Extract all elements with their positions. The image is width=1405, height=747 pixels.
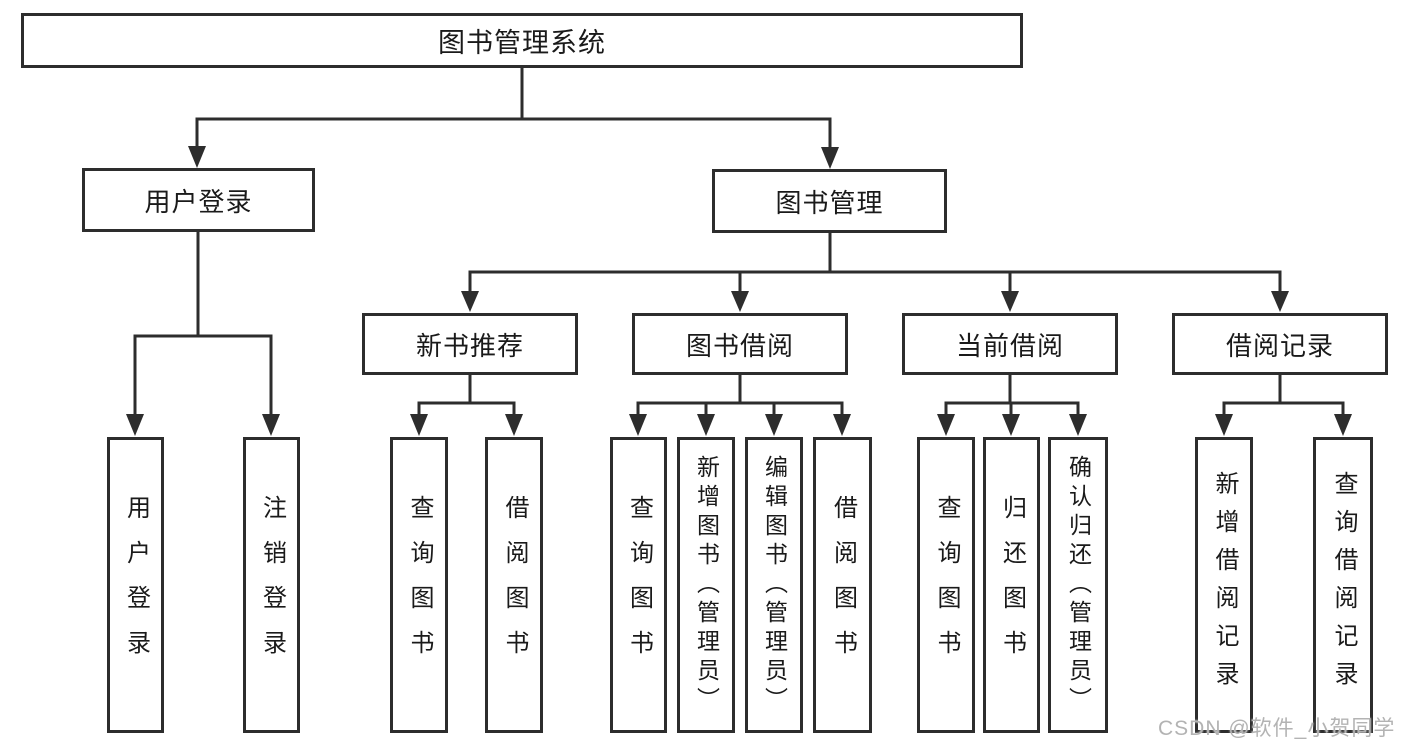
leaf-label: 借阅图书 (501, 495, 528, 675)
connector-root-to-level2 (195, 68, 832, 148)
leaf-current-query-books: 查询图书 (917, 437, 975, 733)
node-borrowing-records: 借阅记录 (1172, 313, 1388, 375)
arrow-down-icon (1271, 291, 1289, 312)
arrow-down-icon (731, 291, 749, 312)
node-label: 用户登录 (144, 186, 253, 217)
leaf-borrowing-query-books: 查询图书 (610, 437, 667, 733)
arrow-down-icon (697, 414, 715, 436)
csdn-watermark: CSDN @软件_小贺同学 (1158, 717, 1396, 740)
leaf-current-confirm-return-admin: 确认归还（管理员） (1048, 437, 1108, 733)
leaf-label: 注销登录 (258, 495, 286, 675)
node-label: 新书推荐 (415, 330, 524, 361)
arrow-down-icon (629, 414, 647, 436)
arrowheads (126, 146, 1352, 436)
connector-login-to-leaves (133, 232, 273, 418)
node-new-book-recommendation: 新书推荐 (362, 313, 578, 375)
node-label: 图书管理系统 (438, 28, 606, 58)
connector-newbooks-to-leaves (417, 375, 516, 418)
leaf-current-return-books: 归还图书 (983, 437, 1040, 733)
leaf-newbooks-query-books: 查询图书 (390, 437, 448, 733)
leaf-user-login: 用户登录 (107, 437, 164, 733)
arrow-down-icon (1002, 414, 1020, 436)
leaf-records-add-borrow-record: 新增借阅记录 (1195, 437, 1253, 733)
arrow-down-icon (188, 146, 206, 168)
node-label: 图书管理 (775, 187, 884, 218)
leaf-label: 确认归还（管理员） (1065, 454, 1092, 716)
arrow-down-icon (505, 414, 523, 436)
node-current-borrowing: 当前借阅 (902, 313, 1118, 375)
node-user-login: 用户登录 (82, 168, 315, 232)
connector-borrow-to-leaves (636, 375, 844, 418)
leaf-label: 借阅图书 (829, 495, 857, 675)
arrow-down-icon (1001, 291, 1019, 312)
leaf-label: 查询图书 (406, 495, 433, 675)
leaf-borrowing-edit-books-admin: 编辑图书（管理员） (745, 437, 803, 733)
node-label: 图书借阅 (685, 330, 794, 361)
arrow-down-icon (461, 291, 479, 312)
arrow-down-icon (262, 414, 280, 436)
leaf-borrowing-borrow-books: 借阅图书 (813, 437, 872, 733)
leaf-label: 新增图书（管理员） (693, 454, 720, 716)
connector-records-to-leaves (1222, 375, 1345, 418)
leaf-newbooks-borrow-books: 借阅图书 (485, 437, 543, 733)
node-root-library-management-system: 图书管理系统 (21, 13, 1023, 68)
arrow-down-icon (1334, 414, 1352, 436)
node-book-management: 图书管理 (712, 169, 947, 233)
arrow-down-icon (410, 414, 428, 436)
arrow-down-icon (1069, 414, 1087, 436)
leaf-label: 归还图书 (998, 495, 1026, 675)
node-label: 当前借阅 (955, 330, 1064, 361)
arrow-down-icon (833, 414, 851, 436)
arrow-down-icon (937, 414, 955, 436)
node-book-borrowing: 图书借阅 (632, 313, 848, 375)
leaf-label: 查询图书 (625, 495, 653, 675)
leaf-label: 查询借阅记录 (1330, 471, 1357, 699)
leaf-label: 编辑图书（管理员） (761, 454, 788, 716)
node-label: 借阅记录 (1225, 330, 1334, 361)
leaf-label: 查询图书 (933, 495, 960, 675)
leaf-label: 用户登录 (122, 495, 150, 675)
leaf-records-query-borrow-record: 查询借阅记录 (1313, 437, 1373, 733)
leaf-borrowing-add-books-admin: 新增图书（管理员） (677, 437, 735, 733)
connector-management-to-level3 (468, 233, 1282, 294)
leaf-logout: 注销登录 (243, 437, 300, 733)
arrow-down-icon (821, 147, 839, 169)
arrow-down-icon (126, 414, 144, 436)
leaf-label: 新增借阅记录 (1211, 471, 1238, 699)
arrow-down-icon (1215, 414, 1233, 436)
connector-current-to-leaves (944, 375, 1080, 418)
arrow-down-icon (765, 414, 783, 436)
connector-lines (133, 68, 1345, 418)
